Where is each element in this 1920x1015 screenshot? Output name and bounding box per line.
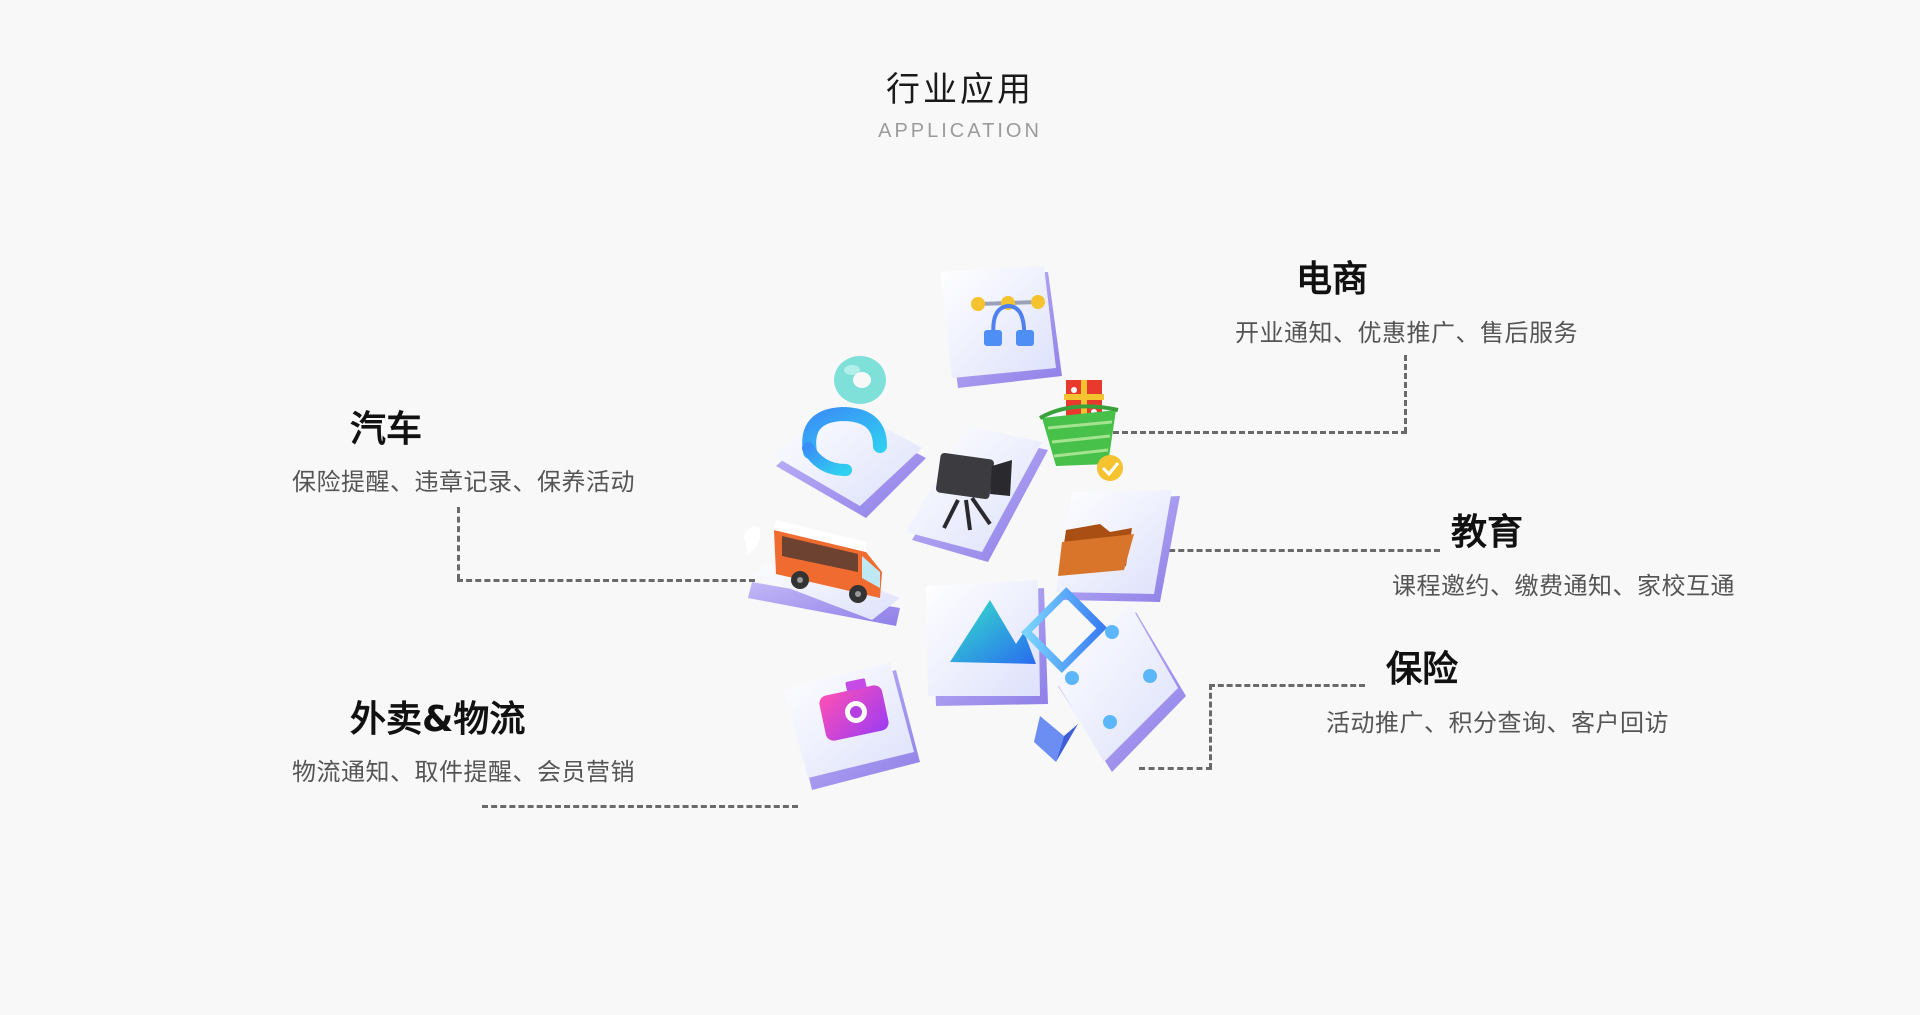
page-subtitle: APPLICATION	[878, 120, 1042, 142]
connector-ecommerce-horizontal	[1113, 431, 1407, 434]
camera-icon	[784, 662, 920, 790]
folder-icon	[1056, 490, 1180, 602]
category-delivery-desc: 物流通知、取件提醒、会员营销	[292, 758, 635, 786]
mountain-image-icon	[926, 580, 1048, 706]
category-ecommerce-desc: 开业通知、优惠推广、售后服务	[1235, 319, 1578, 347]
connector-insurance-top	[1209, 684, 1365, 687]
category-ecommerce-title: 电商	[1296, 259, 1369, 300]
connector-insurance-vertical	[1209, 684, 1212, 769]
category-car-title: 汽车	[350, 409, 423, 450]
category-insurance-desc: 活动推广、积分查询、客户回访	[1326, 709, 1669, 737]
connector-car-horizontal	[457, 579, 755, 582]
category-delivery-title: 外卖&物流	[350, 699, 526, 740]
transform-frame-icon	[1021, 587, 1186, 772]
category-insurance-title: 保险	[1386, 649, 1459, 690]
video-camera-icon	[906, 426, 1048, 562]
connector-insurance-bottom	[1139, 767, 1212, 770]
page-title: 行业应用	[886, 70, 1034, 110]
bus-icon	[744, 520, 900, 626]
connector-ecommerce-vertical	[1404, 355, 1407, 433]
connector-delivery	[482, 805, 798, 808]
category-car-desc: 保险提醒、违章记录、保养活动	[292, 468, 635, 496]
gift-basket-icon	[1039, 380, 1123, 481]
donut-icon	[834, 356, 886, 404]
connector-education	[1160, 549, 1440, 552]
category-education-desc: 课程邀约、缴费通知、家校互通	[1392, 572, 1735, 600]
category-education-title: 教育	[1451, 512, 1524, 553]
headset-icon	[774, 402, 926, 518]
connector-car-vertical	[457, 507, 460, 580]
design-nodes-icon	[940, 266, 1062, 388]
